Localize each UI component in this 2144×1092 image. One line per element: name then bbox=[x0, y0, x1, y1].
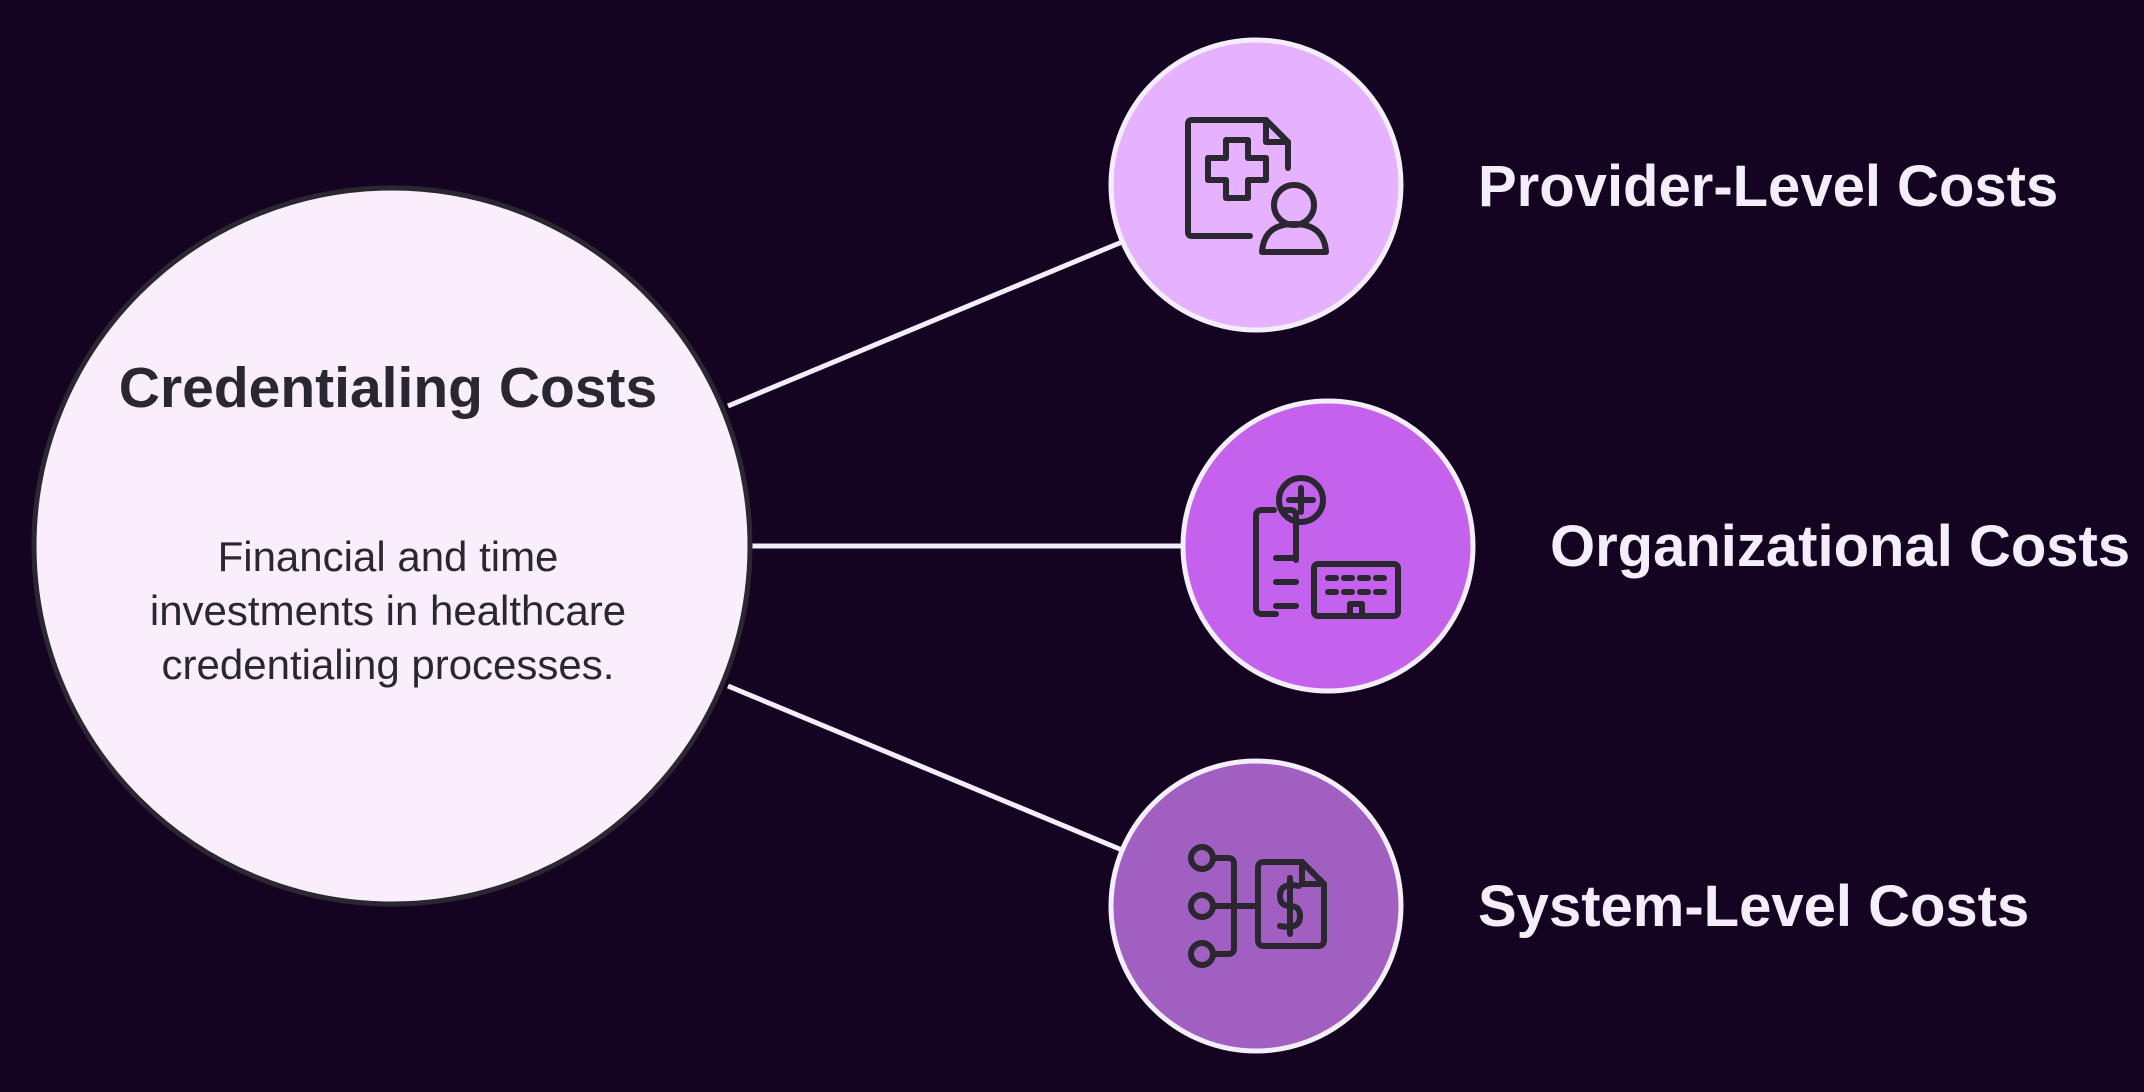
connector-system bbox=[727, 683, 1123, 853]
center-description: Financial and time investments in health… bbox=[149, 533, 627, 688]
medical-document-person-icon bbox=[1185, 117, 1329, 255]
system-level-costs-label: System-Level Costs bbox=[1478, 874, 2030, 939]
provider-circle bbox=[1108, 37, 1404, 333]
connector-provider bbox=[727, 239, 1123, 409]
organizational-costs-label: Organizational Costs bbox=[1550, 514, 2131, 579]
organizational-circle bbox=[1180, 398, 1476, 694]
provider-level-costs-label: Provider-Level Costs bbox=[1478, 154, 2059, 219]
clipboard-hospital-icon bbox=[1253, 475, 1401, 619]
center-title: Credentialing Costs bbox=[118, 356, 658, 420]
center-circle bbox=[31, 185, 753, 907]
workflow-invoice-icon bbox=[1188, 844, 1327, 968]
